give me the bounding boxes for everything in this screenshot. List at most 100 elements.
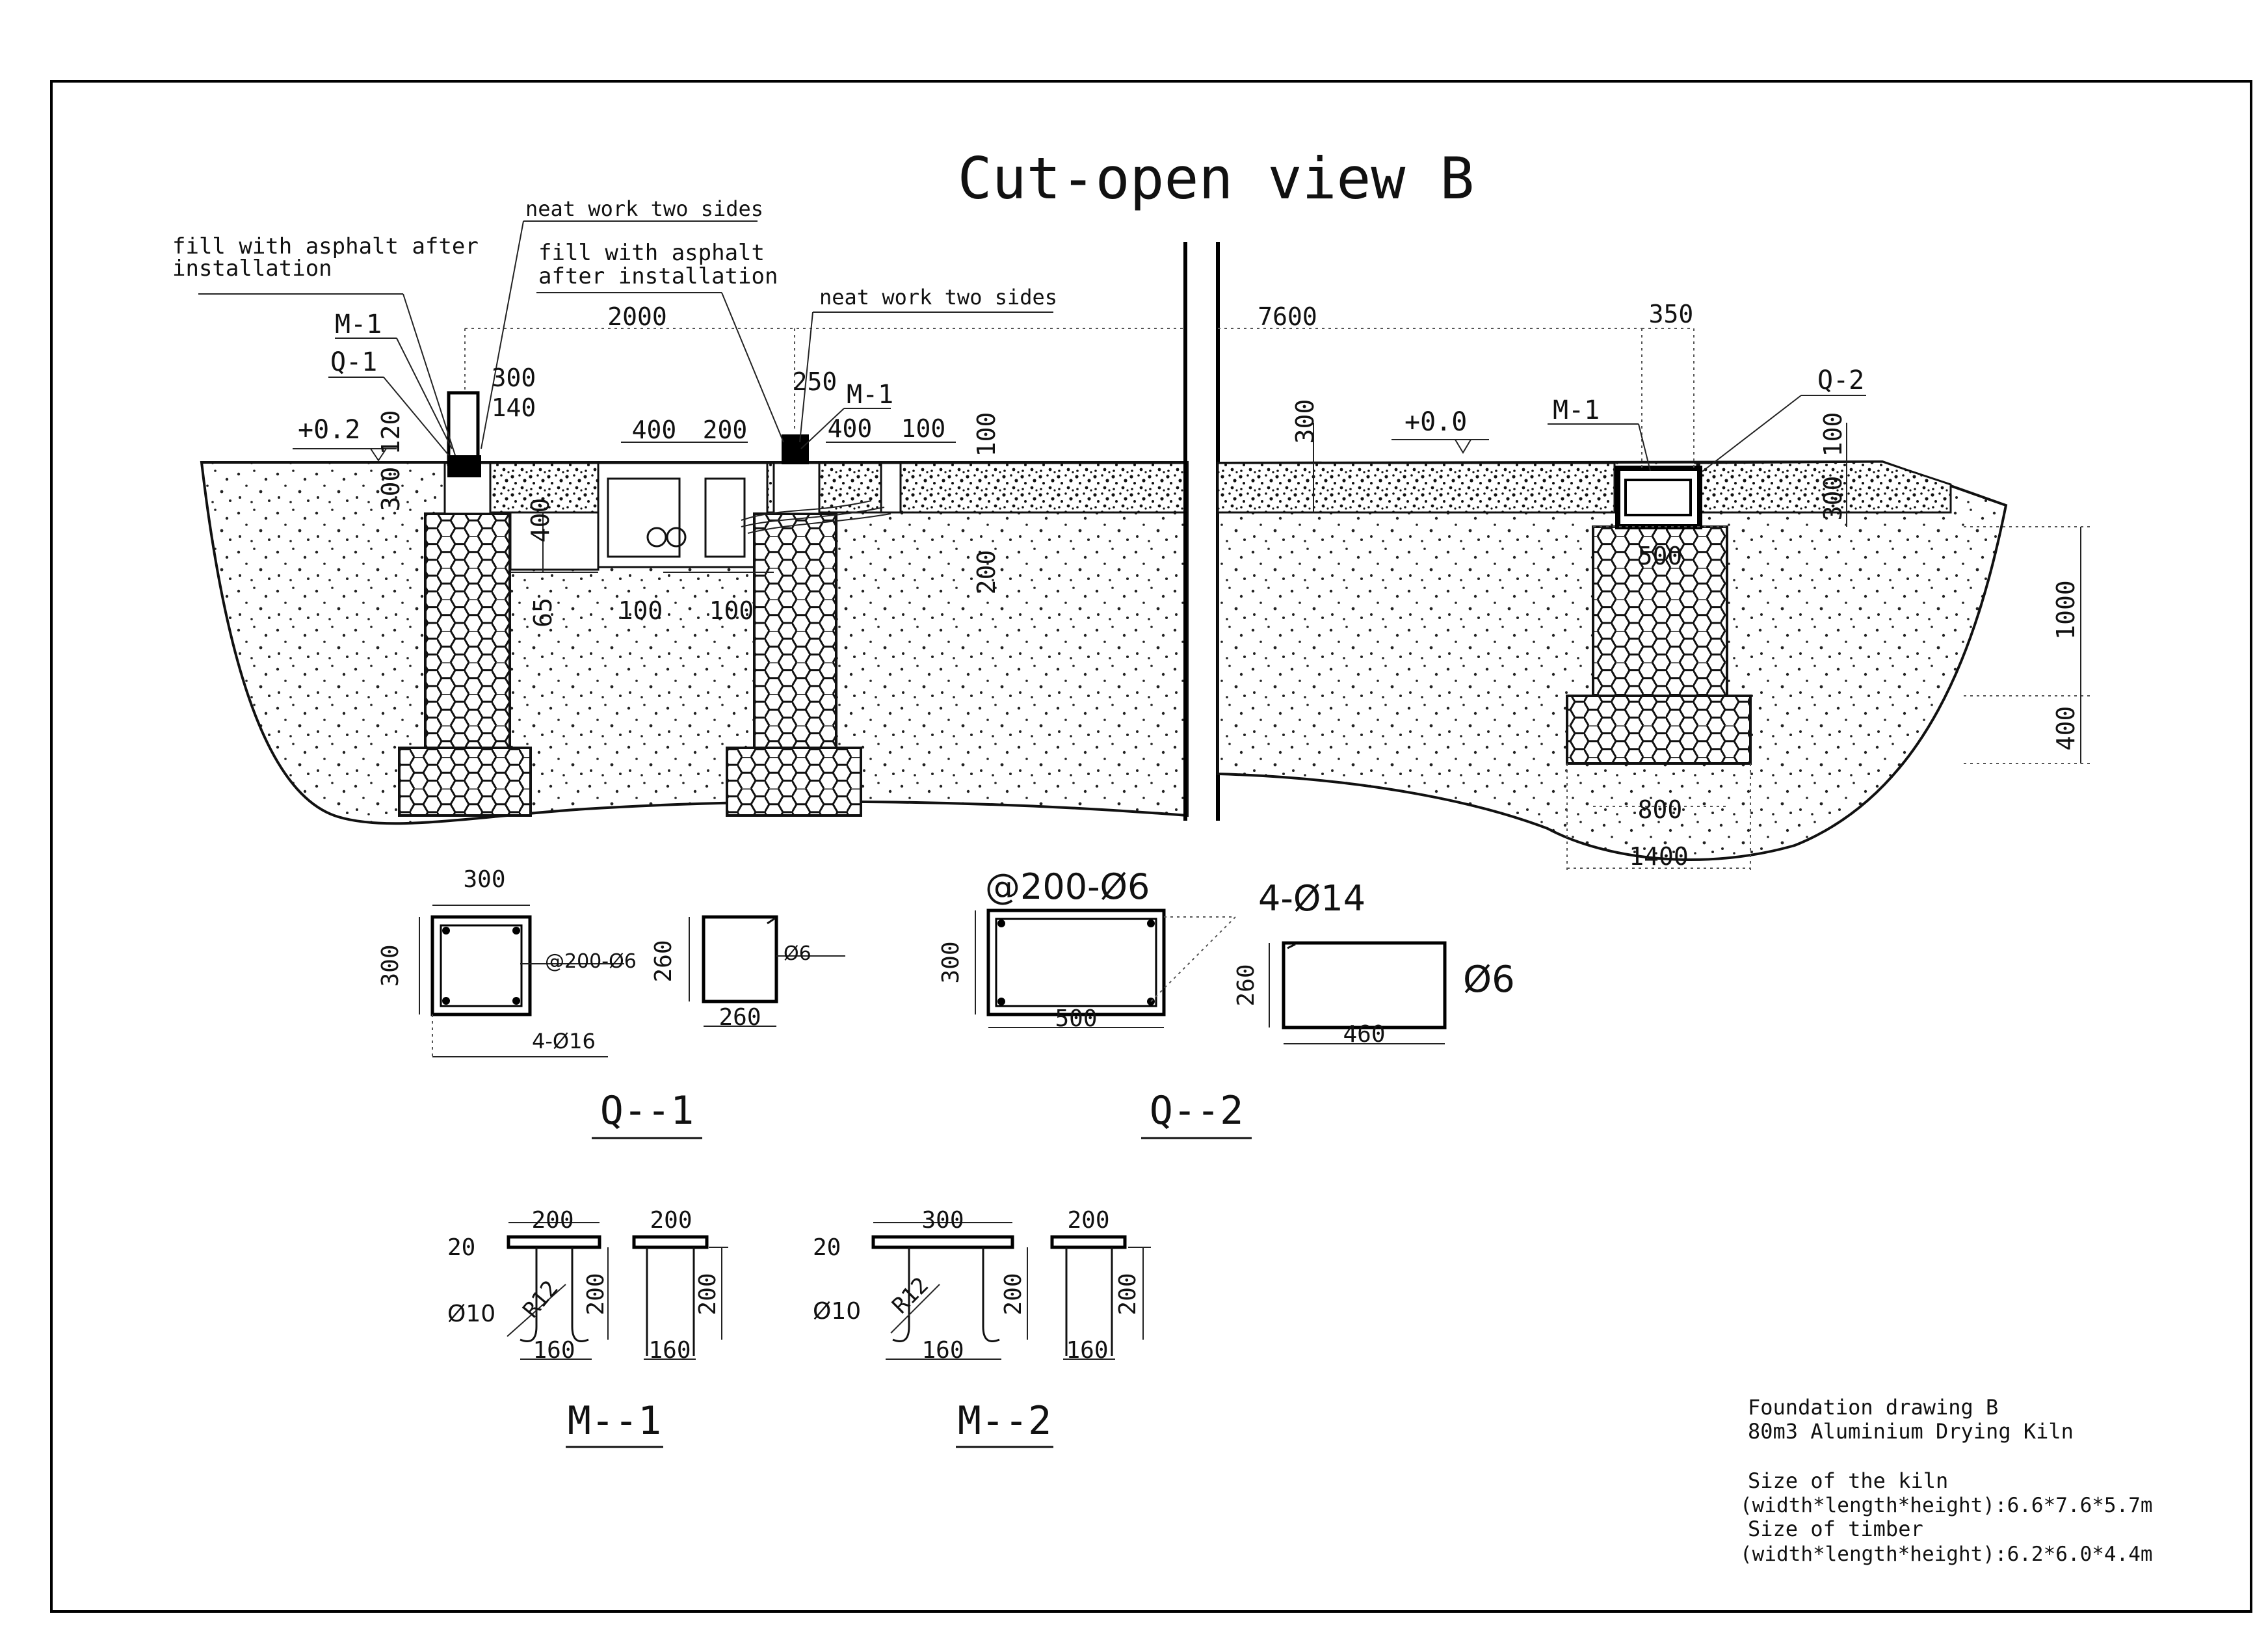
left-section <box>200 391 1189 825</box>
dim-200-vert: 200 <box>972 550 1001 595</box>
level-left: +0.2 <box>298 415 360 445</box>
concrete-slab-left <box>483 462 1189 514</box>
q2-title: Q--2 <box>1150 1088 1244 1134</box>
m2-thickness: 20 <box>813 1234 841 1261</box>
drawing-title: Cut-open view B <box>958 145 1475 212</box>
q2-b-width: 460 <box>1343 1021 1385 1048</box>
foundation-column-mid <box>753 512 837 749</box>
dim-120: 120 <box>376 410 405 455</box>
info-line-5: Size of timber <box>1748 1517 1923 1541</box>
dim-400-vert: 400 <box>526 498 555 543</box>
cable-channel <box>597 462 769 568</box>
m1-bar-diameter: Ø10 <box>447 1301 495 1327</box>
q2-b-stirrup: Ø6 <box>1463 959 1515 1001</box>
dim-400-mid: 400 <box>828 414 873 443</box>
q1-b-stirrup: Ø6 <box>784 942 811 965</box>
m2-a-height: 200 <box>1000 1273 1027 1315</box>
dim-800: 800 <box>1638 795 1683 824</box>
m2-bar-diameter: Ø10 <box>813 1298 861 1325</box>
right-section <box>1217 460 2008 861</box>
m2-a-bottom: 160 <box>921 1337 964 1364</box>
footing-right <box>1566 695 1752 765</box>
info-line-6: (width*length*height):6.2*6.0*4.4m <box>1740 1543 2153 1566</box>
q2-a-main-bars: 4-Ø14 <box>1258 878 1365 919</box>
dim-400-channel: 400 <box>632 416 677 444</box>
q2-b-height: 260 <box>1233 964 1259 1006</box>
q2-a-width: 500 <box>1055 1005 1097 1032</box>
callout-fill-asphalt-mid-1: fill with asphalt <box>538 240 765 266</box>
m1-title: M--1 <box>568 1398 662 1444</box>
footing-mid <box>726 747 862 817</box>
info-block: Foundation drawing B 80m3 Aluminium Dryi… <box>1740 1395 2153 1566</box>
dim-200-channel: 200 <box>703 416 748 444</box>
m1-radius: R12 <box>518 1276 564 1323</box>
q1-title: Q--1 <box>600 1088 694 1134</box>
dim-100-mid: 100 <box>901 414 946 443</box>
dim-7600: 7600 <box>1258 302 1317 331</box>
callout-neat-work-top: neat work two sides <box>525 196 763 221</box>
m2-a-width: 300 <box>921 1207 964 1234</box>
m1-b-height: 200 <box>694 1273 721 1315</box>
dim-300-right-b: 300 <box>1819 476 1847 521</box>
dim-500: 500 <box>1638 542 1683 570</box>
m1-a-height: 200 <box>583 1273 609 1315</box>
m2-b-height: 200 <box>1114 1273 1141 1315</box>
section-m1: 200 20 Ø10 R12 200 160 200 200 160 M--1 <box>447 1207 728 1448</box>
m1-thickness: 20 <box>447 1234 475 1261</box>
m2-title: M--2 <box>958 1398 1052 1444</box>
info-line-3: Size of the kiln <box>1748 1468 1948 1493</box>
level-right: +0.0 <box>1404 407 1467 437</box>
section-m2: 300 20 Ø10 R12 200 160 200 200 160 M--2 <box>813 1207 1151 1448</box>
m2-radius: R12 <box>887 1272 934 1319</box>
label-m1-right: M-1 <box>1553 395 1600 425</box>
callout-neat-work-mid: neat work two sides <box>819 285 1057 310</box>
dim-250: 250 <box>793 367 837 396</box>
dim-2000: 2000 <box>607 302 667 331</box>
q1-a-height: 300 <box>377 944 404 987</box>
q1-a-width: 300 <box>463 866 505 893</box>
m1-a-bottom: 160 <box>533 1337 575 1364</box>
dim-100-a: 100 <box>618 596 663 625</box>
m2-b-bottom: 160 <box>1066 1337 1108 1364</box>
label-q2-right: Q-2 <box>1817 365 1864 395</box>
dim-100-b: 100 <box>709 596 754 625</box>
dim-100-vert: 100 <box>972 412 1001 457</box>
callout-fill-asphalt-left-1: fill with asphalt after <box>172 233 479 259</box>
callout-fill-asphalt-mid-2: after installation <box>538 263 778 289</box>
label-m1-mid: M-1 <box>847 380 893 410</box>
dim-300-left: 300 <box>376 467 405 512</box>
q1-b-height: 260 <box>650 940 677 982</box>
label-q1-left: Q-1 <box>330 347 377 377</box>
dim-1000: 1000 <box>2051 580 2080 640</box>
info-line-1: Foundation drawing B <box>1748 1395 1998 1420</box>
m1-b-width: 200 <box>650 1207 692 1234</box>
concrete-slab-right <box>1217 462 1616 514</box>
m2-b-width: 200 <box>1067 1207 1109 1234</box>
q1-b-width: 260 <box>719 1004 761 1031</box>
dim-400-right: 400 <box>2051 706 2080 751</box>
dimension-lines <box>293 328 2094 871</box>
leader-lines <box>198 220 1866 472</box>
rail-post-mid <box>782 434 809 464</box>
drawing-border <box>50 80 2252 1613</box>
label-m1-left: M-1 <box>335 310 382 339</box>
dim-300-right: 300 <box>1291 399 1319 444</box>
m1-a-width: 200 <box>531 1207 574 1234</box>
q2-a-height: 300 <box>938 941 964 983</box>
dim-65: 65 <box>529 598 557 628</box>
foundation-column-left <box>424 512 511 749</box>
m1-b-bottom: 160 <box>648 1337 691 1364</box>
dim-1400: 1400 <box>1629 842 1689 871</box>
callout-fill-asphalt-left-2: installation <box>172 256 332 282</box>
q1-a-main-bars: 4-Ø16 <box>532 1029 596 1054</box>
q2-a-stirrup: @200-Ø6 <box>985 866 1150 907</box>
dim-140: 140 <box>492 393 536 422</box>
q1-a-stirrup: @200-Ø6 <box>545 950 637 973</box>
info-line-4: (width*length*height):6.6*7.6*5.7m <box>1740 1494 2153 1517</box>
info-line-2: 80m3 Aluminium Drying Kiln <box>1748 1419 2074 1444</box>
dim-300-top: 300 <box>492 364 536 392</box>
footing-left <box>398 747 532 817</box>
foundation-column-right <box>1592 525 1728 697</box>
dim-100-right: 100 <box>1819 412 1847 457</box>
